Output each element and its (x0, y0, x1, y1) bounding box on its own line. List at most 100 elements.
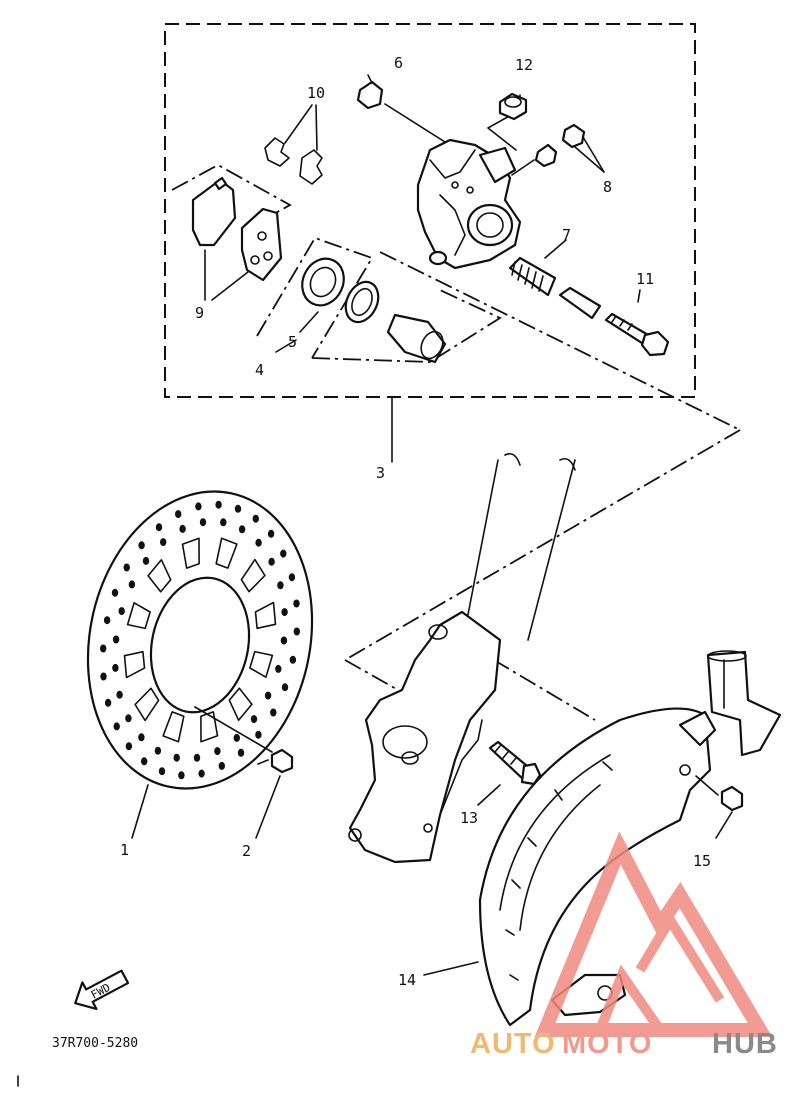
disc-slot (134, 687, 160, 722)
callout-10: 10 (307, 84, 325, 102)
disc-hole (160, 538, 167, 547)
callout-5: 5 (288, 333, 297, 351)
disc-hole (179, 524, 186, 533)
disc-slot (123, 650, 146, 679)
disc-slot (228, 687, 253, 722)
watermark-hub: HUB (712, 1028, 778, 1060)
disc-slot (147, 558, 172, 593)
disc-hole (100, 644, 107, 653)
callout-2: 2 (242, 842, 251, 860)
disc-hole (125, 742, 133, 751)
watermark-auto: AUTO (470, 1028, 556, 1060)
disc-hole (237, 748, 245, 757)
disc-hole (293, 599, 300, 608)
callout-1: 1 (120, 841, 129, 859)
disc-hole (214, 747, 221, 756)
brake-pads (171, 163, 292, 282)
disc-hole (103, 616, 111, 625)
disc-hole (125, 714, 132, 723)
callout-4: 4 (255, 361, 264, 379)
disc-hole (100, 672, 107, 681)
disc-slot (215, 537, 238, 569)
disc-hole (104, 698, 112, 707)
disc-slot (249, 650, 274, 679)
bleed-screw (511, 123, 605, 176)
disc-hole (199, 518, 207, 527)
watermark-text: AUTO MOTO HUB (470, 1028, 778, 1060)
disc-hole (281, 683, 289, 692)
disc-hole (173, 753, 180, 762)
watermark-logo (534, 831, 773, 1037)
boot-cap (356, 80, 384, 110)
disc-slot (162, 711, 185, 743)
cover-mount-bracket (706, 650, 782, 757)
callout-13: 13 (460, 809, 478, 827)
disc-hole (255, 730, 262, 739)
disc-hole (264, 691, 272, 700)
brake-disc (86, 490, 314, 790)
disc-hole (138, 541, 145, 550)
disc-hole (112, 635, 120, 644)
disc-bolt (194, 706, 294, 774)
callout-11: 11 (636, 270, 654, 288)
callout-6: 6 (394, 54, 403, 72)
disc-hole (178, 771, 185, 780)
disc-hole (141, 757, 148, 766)
disc-hole (193, 753, 201, 762)
callout-8: 8 (603, 178, 612, 196)
disc-hole (277, 581, 284, 590)
callout-12: 12 (515, 56, 533, 74)
disc-hole (116, 690, 123, 699)
callout-3: 3 (376, 464, 385, 482)
disc-hole (280, 549, 287, 558)
disc-hole (215, 500, 222, 509)
disc-hole (198, 769, 205, 778)
caliper-to-fork-line-1 (379, 251, 741, 431)
forward-direction-arrow: FWD (74, 969, 130, 1010)
drawing-code: 37R700-5280 (52, 1036, 138, 1051)
disc-hole (218, 761, 225, 770)
seal-kit (256, 236, 502, 364)
disc-hole (281, 608, 288, 617)
disc-hole (255, 538, 262, 547)
disc-hole (175, 510, 182, 519)
disc-hole (234, 504, 242, 513)
disc-slot (126, 601, 151, 630)
disc-hole (220, 518, 227, 527)
disc-hole (233, 733, 240, 742)
pin-spring (508, 239, 602, 320)
disc-hole (138, 733, 145, 742)
disc-hole (113, 722, 120, 731)
disc-slot (181, 537, 200, 569)
watermark-moto: MOTO (562, 1028, 652, 1060)
disc-hole (275, 664, 282, 673)
disc-hole (111, 588, 119, 597)
disc-slot (240, 558, 266, 593)
callout-14: 14 (398, 971, 416, 989)
callout-7: 7 (562, 226, 571, 244)
callout-leaders (131, 249, 479, 976)
disc-hole (267, 529, 275, 538)
cover-screw (695, 775, 744, 839)
disc-hole (154, 746, 162, 755)
caliper-body (416, 138, 522, 270)
disc-hole (289, 655, 297, 664)
disc-hole (158, 767, 166, 776)
disc-hole (195, 502, 202, 511)
disc-hole (128, 580, 136, 589)
disc-hole (268, 557, 275, 566)
disc-hole (142, 556, 150, 565)
caliper-assembly-boundary (164, 23, 696, 398)
disc-hole (293, 627, 300, 636)
mount-bolt (477, 740, 542, 806)
caliper-bolt (604, 289, 670, 357)
disc-hole (252, 514, 259, 523)
disc-hole (155, 523, 163, 532)
disc-slot (254, 601, 277, 630)
pad-clips (264, 104, 323, 185)
disc-slot (200, 711, 219, 743)
disc-hole (118, 607, 125, 616)
fork-leg (348, 452, 576, 864)
disc-hole (112, 663, 119, 672)
